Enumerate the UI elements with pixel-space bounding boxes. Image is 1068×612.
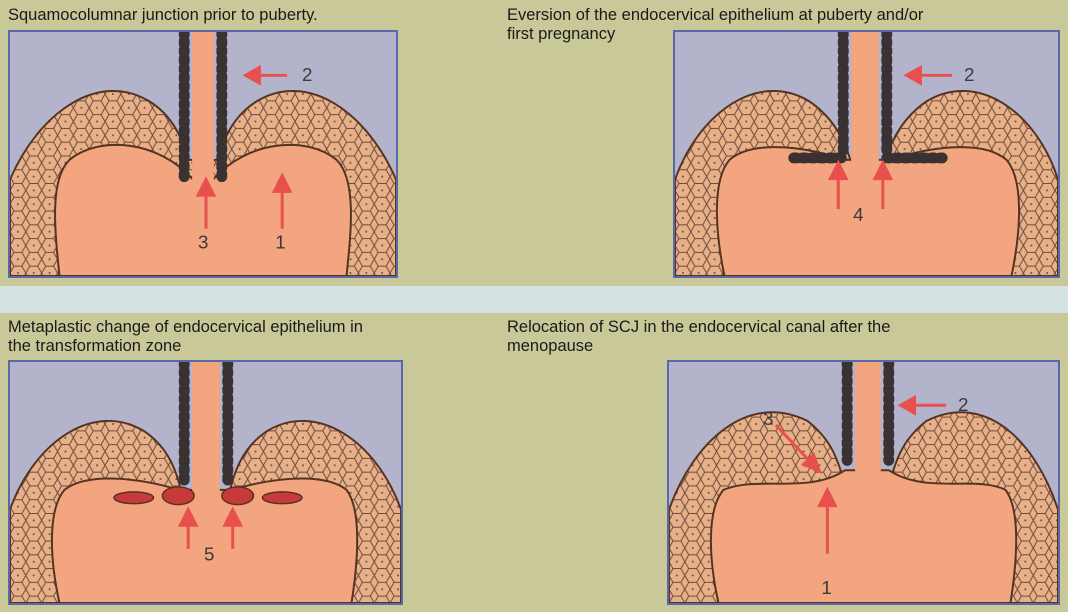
caption-metaplasia-line2: the transformation zone — [8, 337, 181, 356]
diagram-prepuberty: 2 3 1 — [10, 32, 396, 276]
caption-metaplasia-line1: Metaplastic change of endocervical epith… — [8, 318, 363, 337]
endocervical-canal — [855, 362, 881, 472]
label-1: 1 — [821, 577, 831, 598]
label-4: 4 — [853, 204, 863, 225]
caption-eversion-line1: Eversion of the endocervical epithelium … — [507, 6, 923, 25]
label-3: 3 — [763, 408, 773, 429]
panel-eversion: 2 4 — [673, 30, 1060, 278]
label-3: 3 — [198, 232, 208, 253]
label-2: 2 — [964, 64, 974, 85]
endocervical-canal — [192, 362, 220, 495]
diagram-eversion: 2 4 — [675, 32, 1058, 276]
section-divider — [0, 286, 1068, 313]
caption-prepuberty: Squamocolumnar junction prior to puberty… — [8, 6, 318, 25]
label-5: 5 — [204, 544, 214, 565]
label-2: 2 — [302, 64, 312, 85]
endocervical-canal — [851, 32, 879, 170]
diagram-metaplasia: 5 — [10, 362, 401, 603]
cervical-stroma — [52, 479, 357, 603]
panel-menopause: 3 2 1 — [667, 360, 1060, 605]
endocervical-canal — [192, 32, 214, 182]
label-2: 2 — [958, 394, 968, 415]
cervical-stroma — [711, 470, 1016, 603]
caption-eversion-line2: first pregnancy — [507, 25, 615, 44]
caption-menopause-line1: Relocation of SCJ in the endocervical ca… — [507, 318, 890, 337]
panel-prepuberty: 2 3 1 — [8, 30, 398, 278]
panel-metaplasia: 5 — [8, 360, 403, 605]
label-1: 1 — [275, 232, 285, 253]
caption-menopause-line2: menopause — [507, 337, 593, 356]
diagram-menopause: 3 2 1 — [669, 362, 1058, 603]
